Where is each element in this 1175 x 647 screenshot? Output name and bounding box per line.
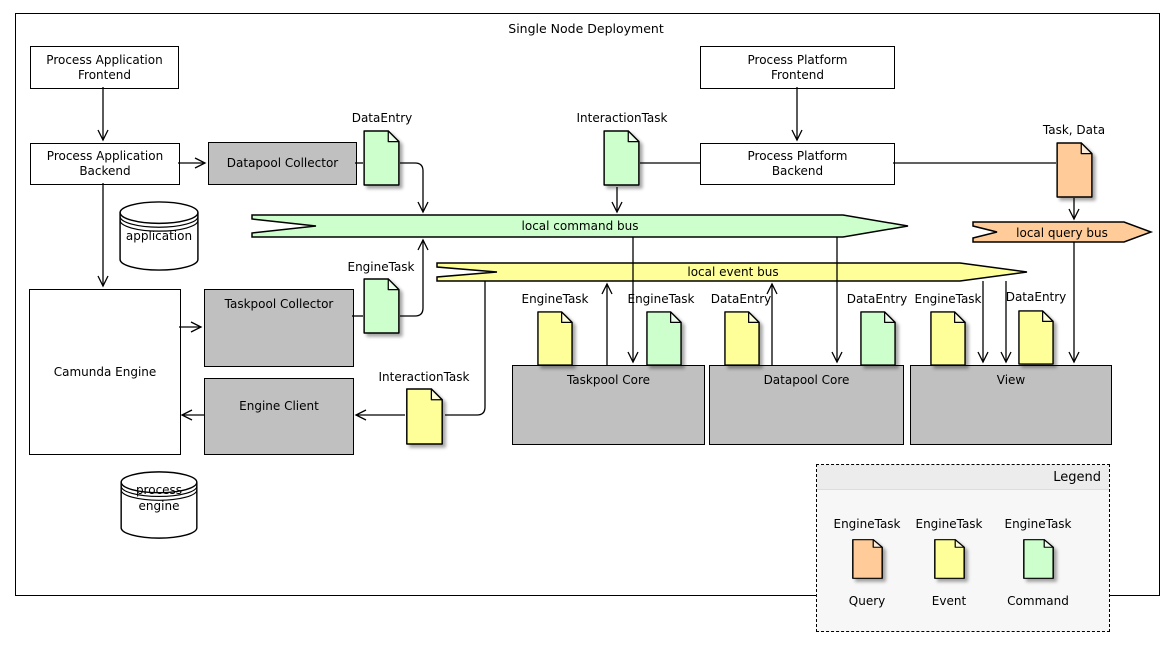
deployment-boundary <box>15 13 1160 596</box>
legend-command-doc-icon <box>1022 539 1054 579</box>
legend-item-command: EngineTask Command <box>992 517 1084 608</box>
enginetask-doc-icon <box>363 278 400 334</box>
legend-command-caption: Command <box>1007 594 1069 608</box>
enginetask-taskpool-event-doc-icon <box>537 311 573 366</box>
legend: Legend EngineTask Query EngineTask Event… <box>816 464 1110 632</box>
legend-event-caption: Event <box>931 594 967 608</box>
enginetask-view-doc-label: EngineTask <box>914 292 982 306</box>
legend-query-doc-label: EngineTask <box>833 517 901 531</box>
legend-item-query: EngineTask Query <box>827 517 907 608</box>
engine-client-node: Engine Client <box>204 378 354 455</box>
dataentry-datapool-command-doc-icon <box>860 311 896 366</box>
interactiontask-doc-icon <box>603 130 640 186</box>
legend-query-caption: Query <box>848 594 886 608</box>
interactiontask-client-doc-label: InteractionTask <box>378 370 470 384</box>
legend-title: Legend <box>817 465 1109 490</box>
interactiontask-client-doc-icon <box>406 388 443 445</box>
dataentry-datapool-command-doc-label: DataEntry <box>846 292 908 306</box>
legend-event-doc-label: EngineTask <box>915 517 983 531</box>
process-engine-database-icon <box>120 471 198 539</box>
legend-event-doc-icon <box>933 539 965 579</box>
command-bus-label: local command bus <box>521 219 639 233</box>
process-application-frontend-node: Process Application Frontend <box>30 46 179 89</box>
camunda-engine-node: Camunda Engine <box>29 289 181 455</box>
dataentry-datapool-event-doc-label: DataEntry <box>710 292 772 306</box>
dataentry-view-doc-label: DataEntry <box>1005 290 1067 304</box>
taskpool-core-node: Taskpool Core <box>512 365 705 445</box>
task-data-doc-label: Task, Data <box>1042 123 1106 137</box>
process-platform-backend-node: Process Platform Backend <box>700 143 895 185</box>
enginetask-taskpool-command-doc-icon <box>646 311 682 366</box>
view-node: View <box>910 365 1112 445</box>
diagram-title: Single Node Deployment <box>508 21 664 36</box>
interactiontask-doc-label: InteractionTask <box>576 111 668 125</box>
enginetask-view-doc-icon <box>930 311 966 366</box>
dataentry-doc-icon <box>363 130 400 186</box>
application-database-icon <box>119 201 199 271</box>
event-bus-label: local event bus <box>687 265 779 279</box>
enginetask-doc-label: EngineTask <box>347 260 415 274</box>
application-database-label: application <box>125 229 193 243</box>
legend-item-event: EngineTask Event <box>909 517 989 608</box>
process-platform-frontend-node: Process Platform Frontend <box>700 46 895 89</box>
process-application-backend-node: Process Application Backend <box>30 143 180 185</box>
process-engine-database-label: process engine <box>135 483 183 513</box>
datapool-collector-node: Datapool Collector <box>208 142 357 185</box>
datapool-core-node: Datapool Core <box>709 365 904 445</box>
task-data-doc-icon <box>1056 142 1093 198</box>
dataentry-view-doc-icon <box>1018 310 1054 365</box>
dataentry-doc-label: DataEntry <box>351 111 413 125</box>
taskpool-collector-node: Taskpool Collector <box>204 289 354 367</box>
query-bus-label: local query bus <box>1016 226 1108 240</box>
enginetask-taskpool-command-doc-label: EngineTask <box>627 292 695 306</box>
legend-query-doc-icon <box>851 539 883 579</box>
legend-command-doc-label: EngineTask <box>1004 517 1072 531</box>
enginetask-taskpool-event-doc-label: EngineTask <box>521 292 589 306</box>
dataentry-datapool-event-doc-icon <box>724 311 760 366</box>
